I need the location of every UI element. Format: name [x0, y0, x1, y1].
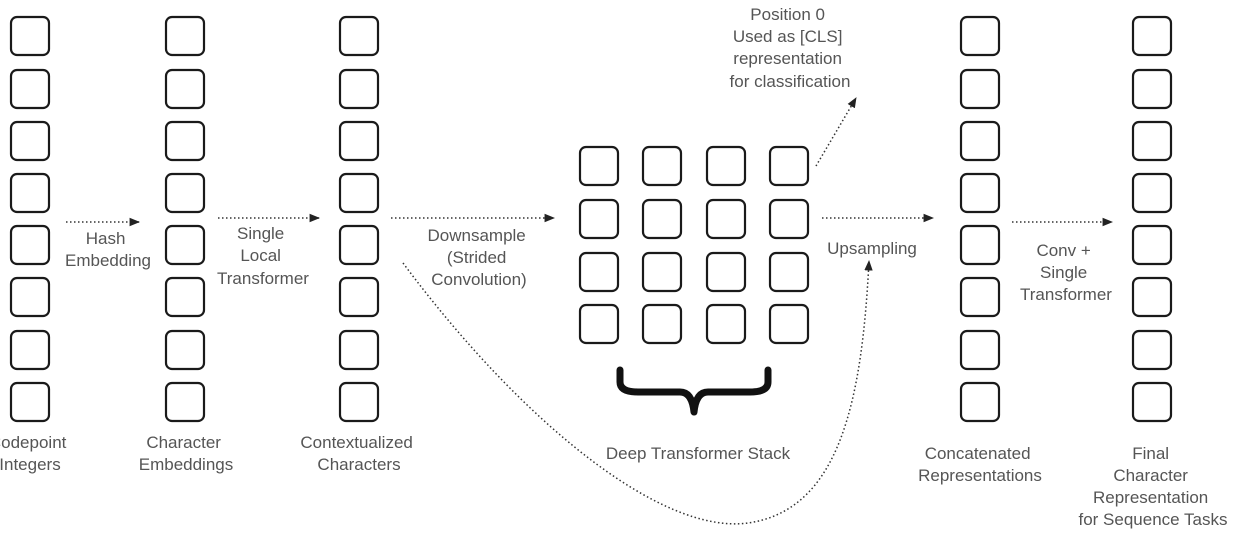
stack-box — [578, 198, 620, 240]
final-box — [1131, 276, 1173, 318]
cls-arrow — [815, 97, 857, 167]
final-box — [1131, 381, 1173, 423]
char-embedding-box — [164, 276, 206, 318]
deep-stack-grid — [578, 145, 810, 345]
concat-box — [959, 15, 1001, 57]
final-box — [1131, 172, 1173, 214]
stack-brace — [616, 366, 772, 416]
context-char-box — [338, 15, 380, 57]
final-column — [1131, 15, 1173, 423]
stack-box — [768, 303, 810, 345]
stack-box — [578, 303, 620, 345]
codepoint-box — [9, 15, 51, 57]
final-box — [1131, 224, 1173, 266]
context-char-box — [338, 68, 380, 110]
codepoint-box — [9, 172, 51, 214]
codepoint-box — [9, 381, 51, 423]
stack-box — [768, 145, 810, 187]
stack-box — [705, 198, 747, 240]
context-char-box — [338, 172, 380, 214]
cls-note: Position 0 Used as [CLS] representation … — [730, 5, 851, 91]
local-transformer-label: Single Local Transformer — [217, 224, 309, 288]
stack-box — [641, 145, 683, 187]
concat-box — [959, 172, 1001, 214]
char-embedding-box — [164, 329, 206, 371]
concat-box — [959, 329, 1001, 371]
stack-box — [705, 145, 747, 187]
stack-box — [768, 251, 810, 293]
final-box — [1131, 15, 1173, 57]
stack-box — [578, 251, 620, 293]
deep-stack-label: Deep Transformer Stack — [606, 444, 791, 463]
codepoint-box — [9, 68, 51, 110]
char-embedding-box — [164, 381, 206, 423]
concat-box — [959, 276, 1001, 318]
char-embeddings-label: Character Embeddings — [139, 433, 234, 474]
context-char-box — [338, 381, 380, 423]
stack-box — [641, 198, 683, 240]
stack-box — [705, 251, 747, 293]
conv-transformer-label: Conv + Single Transformer — [1020, 241, 1112, 304]
concatenated-column — [959, 15, 1001, 423]
codepoint-box — [9, 329, 51, 371]
final-representation-label: Final Character Representation for Seque… — [1079, 444, 1228, 529]
character-embeddings-column — [164, 15, 206, 423]
char-embedding-box — [164, 68, 206, 110]
concat-box — [959, 68, 1001, 110]
concatenated-label: Concatenated Representations — [918, 444, 1042, 485]
char-embedding-box — [164, 172, 206, 214]
concat-box — [959, 120, 1001, 162]
stack-box — [578, 145, 620, 187]
codepoint-box — [9, 276, 51, 318]
final-box — [1131, 120, 1173, 162]
context-char-box — [338, 120, 380, 162]
codepoint-box — [9, 120, 51, 162]
contextualized-column — [338, 15, 380, 423]
residual-skip-arrow — [402, 259, 873, 525]
final-box — [1131, 68, 1173, 110]
contextualized-label: Contextualized Characters — [300, 433, 417, 474]
stack-box — [705, 303, 747, 345]
hash-embedding-label: Hash Embedding — [65, 229, 151, 270]
context-char-box — [338, 329, 380, 371]
upsampling-label: Upsampling — [827, 239, 917, 258]
context-char-box — [338, 276, 380, 318]
final-box — [1131, 329, 1173, 371]
stack-box — [641, 303, 683, 345]
char-embedding-box — [164, 120, 206, 162]
char-embedding-box — [164, 15, 206, 57]
concat-box — [959, 224, 1001, 266]
concat-box — [959, 381, 1001, 423]
stack-box — [768, 198, 810, 240]
codepoint-box — [9, 224, 51, 266]
codepoint-label: Codepoint Integers — [0, 433, 71, 474]
downsample-label: Downsample (Strided Convolution) — [428, 226, 531, 289]
context-char-box — [338, 224, 380, 266]
codepoint-column — [9, 15, 51, 423]
stack-box — [641, 251, 683, 293]
char-embedding-box — [164, 224, 206, 266]
